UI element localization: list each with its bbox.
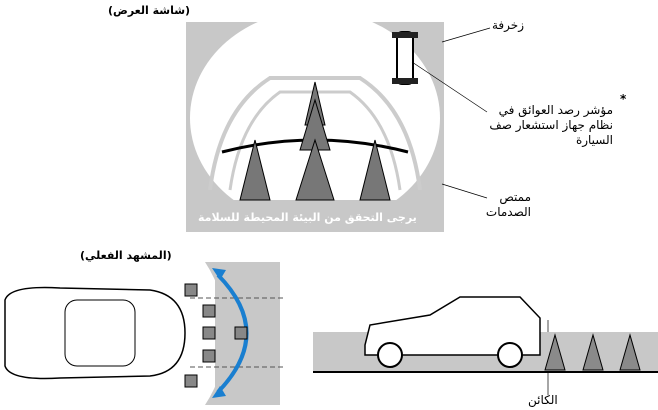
decoration-label: زخرفة [492, 18, 525, 32]
bumper-label-line: الصدمات [485, 205, 531, 219]
display-heading: (شاشة العرض) [108, 4, 191, 17]
object-label: الكائن [528, 393, 558, 407]
vehicle-indicator-icon [392, 31, 418, 85]
indicator-label-line: السيارة [575, 133, 613, 147]
car-top-icon [4, 286, 186, 380]
bumper-label: ممتص الصدمات [486, 190, 531, 220]
display-screen [186, 10, 444, 232]
indicator-label-line: نظام جهاز استشعار صف [489, 118, 613, 132]
indicator-label: مؤشر رصد العوائق في نظام جهاز استشعار صف… [489, 103, 613, 148]
actual-view-heading: (المشهد الفعلي) [80, 249, 172, 262]
safety-message: يرجى التحقق من البيئة المحيطة للسلامة [198, 211, 417, 224]
top-view-scene [4, 262, 285, 405]
asterisk-mark: * [620, 92, 627, 106]
side-view-scene [313, 296, 658, 373]
cone-icon [239, 81, 391, 201]
sensor-icon [184, 283, 248, 388]
cone-icon [544, 333, 641, 371]
indicator-label-line: مؤشر رصد العوائق في [498, 103, 613, 117]
bumper-label-line: ممتص [499, 190, 531, 204]
car-side-icon [364, 296, 541, 356]
